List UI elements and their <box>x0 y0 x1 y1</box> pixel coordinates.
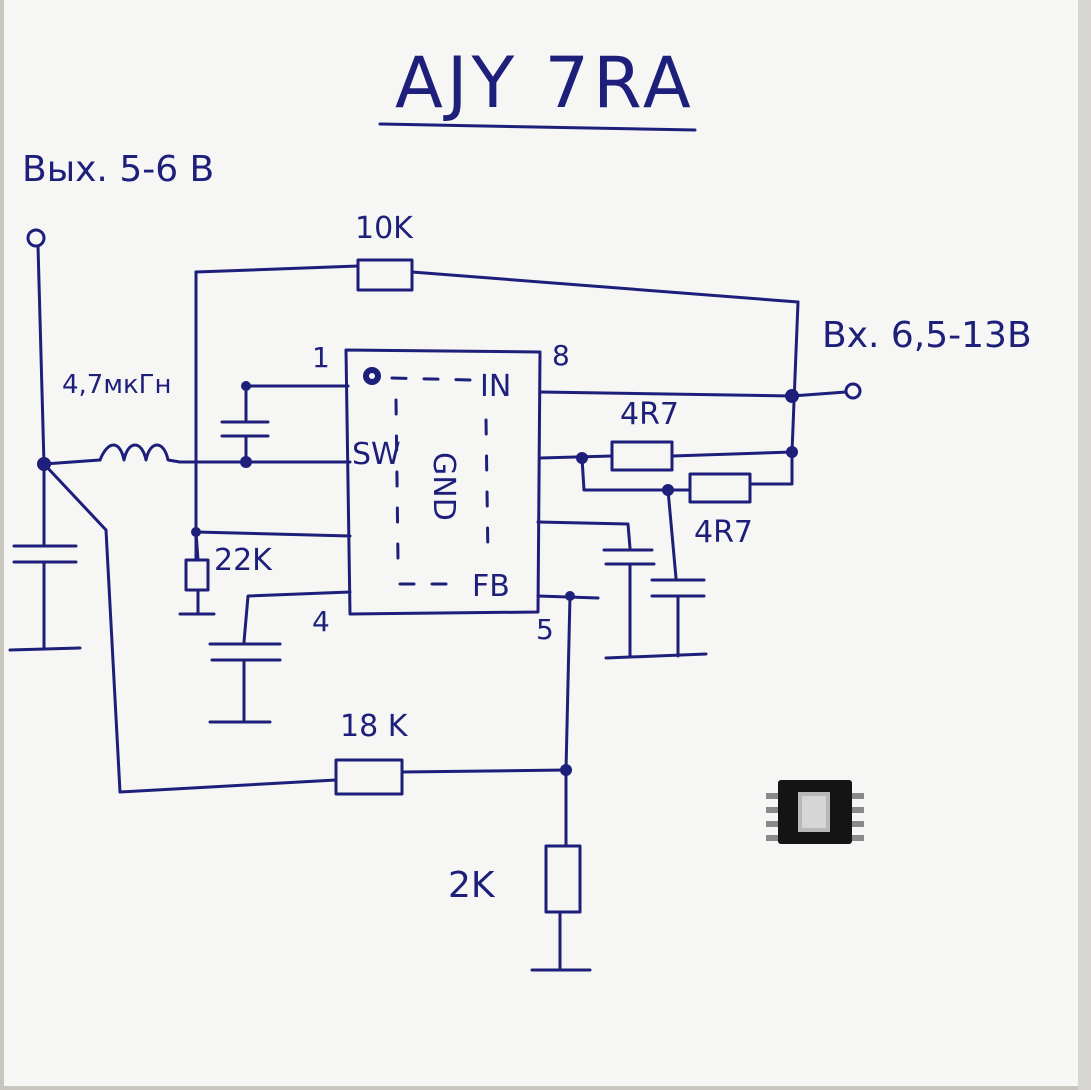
cap-a-wire <box>536 520 632 550</box>
label-2k: 2K <box>448 865 495 906</box>
sense-wire-left <box>538 454 614 460</box>
node-input-sense <box>786 446 798 458</box>
node-en <box>191 527 201 537</box>
label-22k: 22K <box>214 543 272 578</box>
output-voltage-label: Вых. 5-6 В <box>22 149 215 190</box>
pin-8-label: 8 <box>552 339 570 372</box>
in-wire <box>538 390 794 398</box>
r18k-right-wire <box>400 768 568 774</box>
ic-dash-right <box>484 418 490 562</box>
r4r7b-right-wire <box>748 450 794 486</box>
node-input-top <box>785 389 799 403</box>
top-wire-left <box>194 264 360 274</box>
ic-dash-top <box>390 376 472 382</box>
right-rail <box>790 300 800 454</box>
pin-1-label: 1 <box>312 341 330 374</box>
ground-right-caps <box>604 652 708 660</box>
resistor-2k <box>544 844 582 914</box>
label-4r7-a: 4R7 <box>620 397 680 432</box>
pin-fb-label: FB <box>472 569 510 604</box>
cap-b-lead-top <box>666 488 678 580</box>
inductor <box>98 443 182 464</box>
input-terminal <box>844 382 862 400</box>
label-inductor: 4,7мкГн <box>62 370 172 400</box>
label-10k: 10K <box>355 211 413 246</box>
node-fb <box>565 591 575 601</box>
paper-shadow-edge <box>1078 0 1091 1090</box>
ground-output <box>8 646 82 652</box>
pin4-wire <box>242 590 352 644</box>
pin-5-label: 5 <box>536 613 554 646</box>
pin-gnd-label: GND <box>426 452 461 521</box>
label-4r7-b: 4R7 <box>694 515 754 550</box>
node-boot-top <box>241 381 251 391</box>
top-wire-right <box>410 270 800 304</box>
soic-chip <box>766 780 864 844</box>
input-voltage-label: Вх. 6,5-13В <box>822 315 1032 356</box>
node-sw-output <box>37 457 51 471</box>
output-terminal <box>26 228 46 248</box>
node-4r7b <box>662 484 674 496</box>
ic-dash-left <box>394 398 400 562</box>
sw-node-wire <box>42 458 102 466</box>
diagram-title: AJY 7RA <box>395 42 695 124</box>
input-wire <box>790 390 848 398</box>
ic-body <box>344 348 542 616</box>
node-sense-left <box>576 452 588 464</box>
en-wire <box>194 530 352 538</box>
r4r7b-loop <box>580 456 692 492</box>
title-underline <box>378 122 697 132</box>
fb-vertical <box>564 594 572 772</box>
r4r7a-right-wire <box>670 450 794 458</box>
resistor-10k <box>356 258 414 292</box>
output-rail <box>36 244 46 466</box>
resistor-18k <box>334 758 404 796</box>
node-boot-bottom <box>240 456 252 468</box>
pin-sw-label: SW <box>352 437 401 472</box>
pin1-dot-center <box>369 373 375 379</box>
node-divider <box>560 764 572 776</box>
label-18k: 18 K <box>340 709 408 744</box>
pin-in-label: IN <box>480 369 512 404</box>
pin-4-label: 4 <box>312 605 330 638</box>
resistor-4r7-b <box>688 472 752 504</box>
bottom-left-wire <box>42 462 338 794</box>
